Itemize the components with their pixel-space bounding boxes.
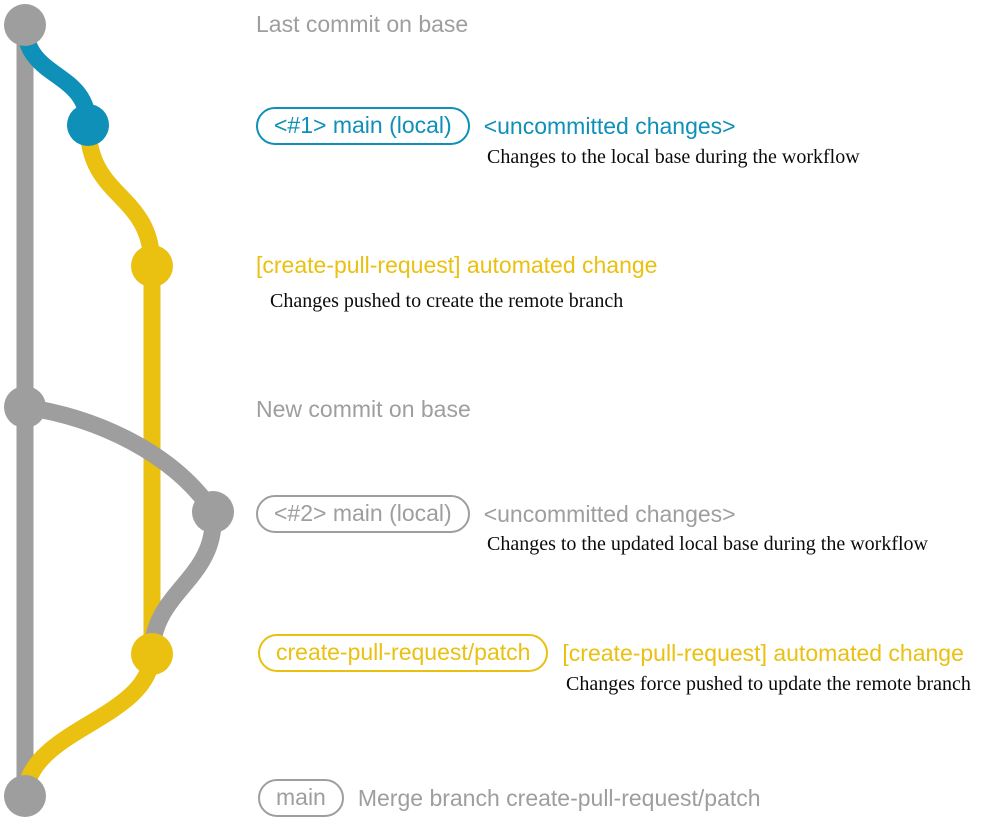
commit-row-merge-commit: main Merge branch create-pull-request/pa… [258,779,761,818]
commit-subject: <uncommitted changes> [483,113,736,139]
commit-body-commit-1-remote: Changes pushed to create the remote bran… [270,290,624,312]
commit-body-commit-2-remote: Changes force pushed to update the remot… [566,673,971,695]
commit-subject: <uncommitted changes> [483,501,736,527]
ref-badge-main[interactable]: main [258,779,344,818]
commit-row-new-commit-on-base: New commit on base [256,397,471,421]
edge-local-2-to-remote-2 [143,503,222,663]
commit-row-commit-2-local: <#2> main (local) <uncommitted changes> [256,495,736,534]
commit-body-commit-1-local: Changes to the local base during the wor… [487,146,860,168]
ref-badge-main-local-1[interactable]: <#1> main (local) [256,107,470,146]
commit-node-base-new [4,386,46,428]
commit-row-commit-1-local: <#1> main (local) <uncommitted changes> [256,107,736,146]
edge-remote-2-to-merge [16,645,161,805]
edge-base-new-to-local-2 [16,398,222,521]
commit-subject: Merge branch create-pull-request/patch [357,785,761,811]
ref-badge-create-pull-request-patch[interactable]: create-pull-request/patch [258,634,549,673]
commit-row-last-commit-on-base: Last commit on base [256,12,468,36]
commit-node-local-1 [67,104,109,146]
commit-row-commit-2-remote: create-pull-request/patch [create-pull-r… [258,634,964,673]
commit-subject: [create-pull-request] automated change [562,640,964,666]
commit-node-remote-2 [131,633,173,675]
edge-local-1-to-remote-1 [79,116,161,275]
commit-node-merge [4,775,46,817]
commit-body-commit-2-local: Changes to the updated local base during… [487,533,928,555]
commit-node-base-head [4,4,46,46]
commit-node-local-2 [192,491,234,533]
commit-node-remote-1 [131,245,173,287]
ref-badge-main-local-2[interactable]: <#2> main (local) [256,495,470,534]
commit-subject: New commit on base [256,396,471,422]
commit-subject: [create-pull-request] automated change [256,252,658,278]
commit-row-commit-1-remote: [create-pull-request] automated change [256,253,657,277]
commit-subject: Last commit on base [256,11,469,37]
